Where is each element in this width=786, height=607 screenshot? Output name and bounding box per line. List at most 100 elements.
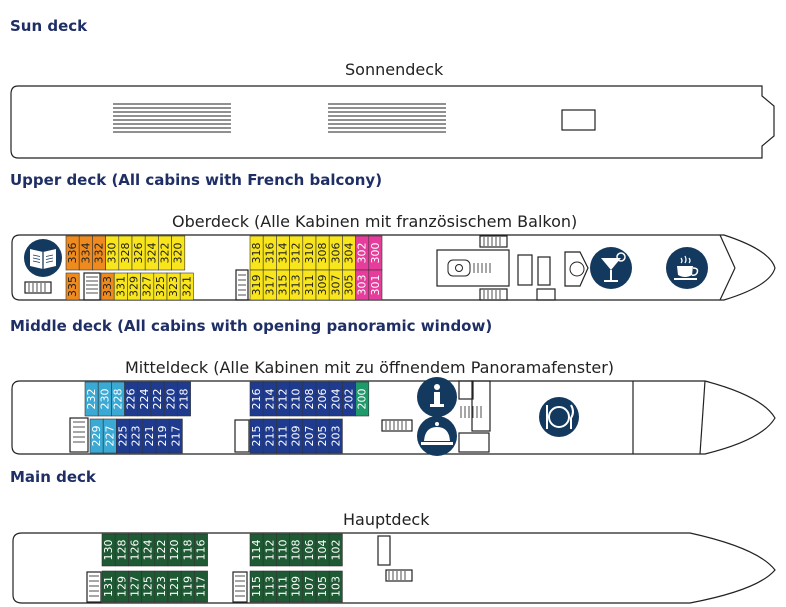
cabin-number: 218 <box>178 389 191 410</box>
cabin-number: 125 <box>142 576 155 597</box>
cabin-number: 226 <box>125 389 138 410</box>
cabin-number: 103 <box>329 576 342 597</box>
cabin-number: 301 <box>369 275 382 296</box>
cabin-number: 114 <box>250 540 263 561</box>
cabin-number: 232 <box>85 389 98 410</box>
cabin-number: 222 <box>151 389 164 410</box>
sun-deck-title: Sun deck <box>10 17 88 35</box>
cabin-number: 318 <box>250 243 263 264</box>
reception-bell-icon <box>417 416 457 456</box>
middle-deck-hull <box>11 380 776 455</box>
cabin-200[interactable] <box>355 381 370 417</box>
cabin-number: 205 <box>316 426 329 447</box>
cabin-number: 221 <box>143 426 156 447</box>
cabin-number: 228 <box>112 389 125 410</box>
cabin-number: 319 <box>250 275 263 296</box>
cabin-number: 117 <box>195 576 208 597</box>
middle-deck-label: Mitteldeck (Alle Kabinen mit zu öffnende… <box>125 358 615 377</box>
cabin-number: 204 <box>329 389 342 410</box>
cabin-320[interactable] <box>171 235 186 271</box>
cabin-103[interactable] <box>328 570 343 603</box>
middle-deck-title: Middle deck (All cabins with opening pan… <box>10 317 493 335</box>
cabin-number: 121 <box>168 576 181 597</box>
cabin-number: 110 <box>277 540 290 561</box>
cabin-335[interactable] <box>65 272 80 301</box>
main-deck-label: Hauptdeck <box>343 510 430 529</box>
cabin-number: 206 <box>316 389 329 410</box>
cabin-217[interactable] <box>168 418 183 454</box>
cabin-number: 124 <box>142 540 155 561</box>
sun-deck-lounger-rows-1 <box>113 103 231 133</box>
cabin-number: 330 <box>106 243 119 264</box>
main-deck-stair-lines <box>89 571 406 597</box>
cabin-number: 123 <box>155 576 168 597</box>
cabin-number: 127 <box>129 576 142 597</box>
cabin-number: 230 <box>98 389 111 410</box>
cabin-number: 112 <box>263 540 276 561</box>
sun-deck-lounger-rows-2 <box>328 103 446 133</box>
cabin-number: 107 <box>303 576 316 597</box>
cabin-number: 225 <box>117 426 130 447</box>
cabin-218[interactable] <box>177 381 191 417</box>
upper-deck-title: Upper deck (All cabins with French balco… <box>10 171 383 189</box>
cabin-number: 115 <box>250 576 263 597</box>
cabin-number: 303 <box>356 275 369 296</box>
cabin-number: 111 <box>277 576 290 597</box>
cabin-number: 304 <box>343 243 356 264</box>
cabin-number: 209 <box>290 426 303 447</box>
sun-deck-wheelhouse <box>561 109 596 131</box>
cabin-number: 300 <box>369 243 382 264</box>
cabin-number: 109 <box>290 576 303 597</box>
cabin-number: 323 <box>167 276 180 297</box>
cabin-number: 207 <box>303 426 316 447</box>
upper-deck-elevator <box>447 259 585 277</box>
cabin-number: 105 <box>316 576 329 597</box>
cabin-number: 212 <box>277 389 290 410</box>
cabin-number: 312 <box>290 243 303 264</box>
cabin-number: 325 <box>154 276 167 297</box>
cabin-number: 119 <box>181 576 194 597</box>
cabin-number: 329 <box>128 276 141 297</box>
upper-deck-label: Oberdeck (Alle Kabinen mit französischem… <box>172 212 578 231</box>
cabin-301[interactable] <box>368 269 383 301</box>
cabin-number: 334 <box>79 243 92 264</box>
cabin-321[interactable] <box>179 272 194 301</box>
cabin-number: 122 <box>155 540 168 561</box>
cabin-number: 224 <box>138 389 151 410</box>
cabin-number: 320 <box>172 243 185 264</box>
cabin-116[interactable] <box>194 533 208 567</box>
cabin-117[interactable] <box>194 570 208 603</box>
cabin-number: 210 <box>290 389 303 410</box>
cabin-number: 302 <box>356 243 369 264</box>
cabin-number: 306 <box>329 243 342 264</box>
restaurant-icon <box>539 397 579 437</box>
sun-deck-hull <box>10 85 775 159</box>
upper-deck-hull <box>11 234 776 301</box>
cabin-number: 202 <box>343 389 356 410</box>
cabin-number: 118 <box>181 540 194 561</box>
cabin-number: 316 <box>263 243 276 264</box>
cabin-number: 333 <box>101 276 114 297</box>
cabin-number: 321 <box>180 276 193 297</box>
cabin-number: 332 <box>93 243 106 264</box>
cabin-number: 130 <box>102 540 115 561</box>
cabin-number: 131 <box>102 576 115 597</box>
main-deck-hull <box>12 532 776 604</box>
cabin-102[interactable] <box>328 533 343 567</box>
cabin-number: 113 <box>263 576 276 597</box>
cabin-number: 313 <box>290 275 303 296</box>
cabin-number: 220 <box>164 389 177 410</box>
cabin-number: 200 <box>356 389 369 410</box>
cabin-number: 215 <box>250 426 263 447</box>
cabin-number: 128 <box>115 540 128 561</box>
cabin-number: 307 <box>329 275 342 296</box>
cabin-203[interactable] <box>328 418 343 454</box>
cabin-number: 108 <box>290 540 303 561</box>
cabin-number: 129 <box>115 576 128 597</box>
sun-deck-label: Sonnendeck <box>345 60 444 79</box>
cabin-number: 326 <box>132 243 145 264</box>
